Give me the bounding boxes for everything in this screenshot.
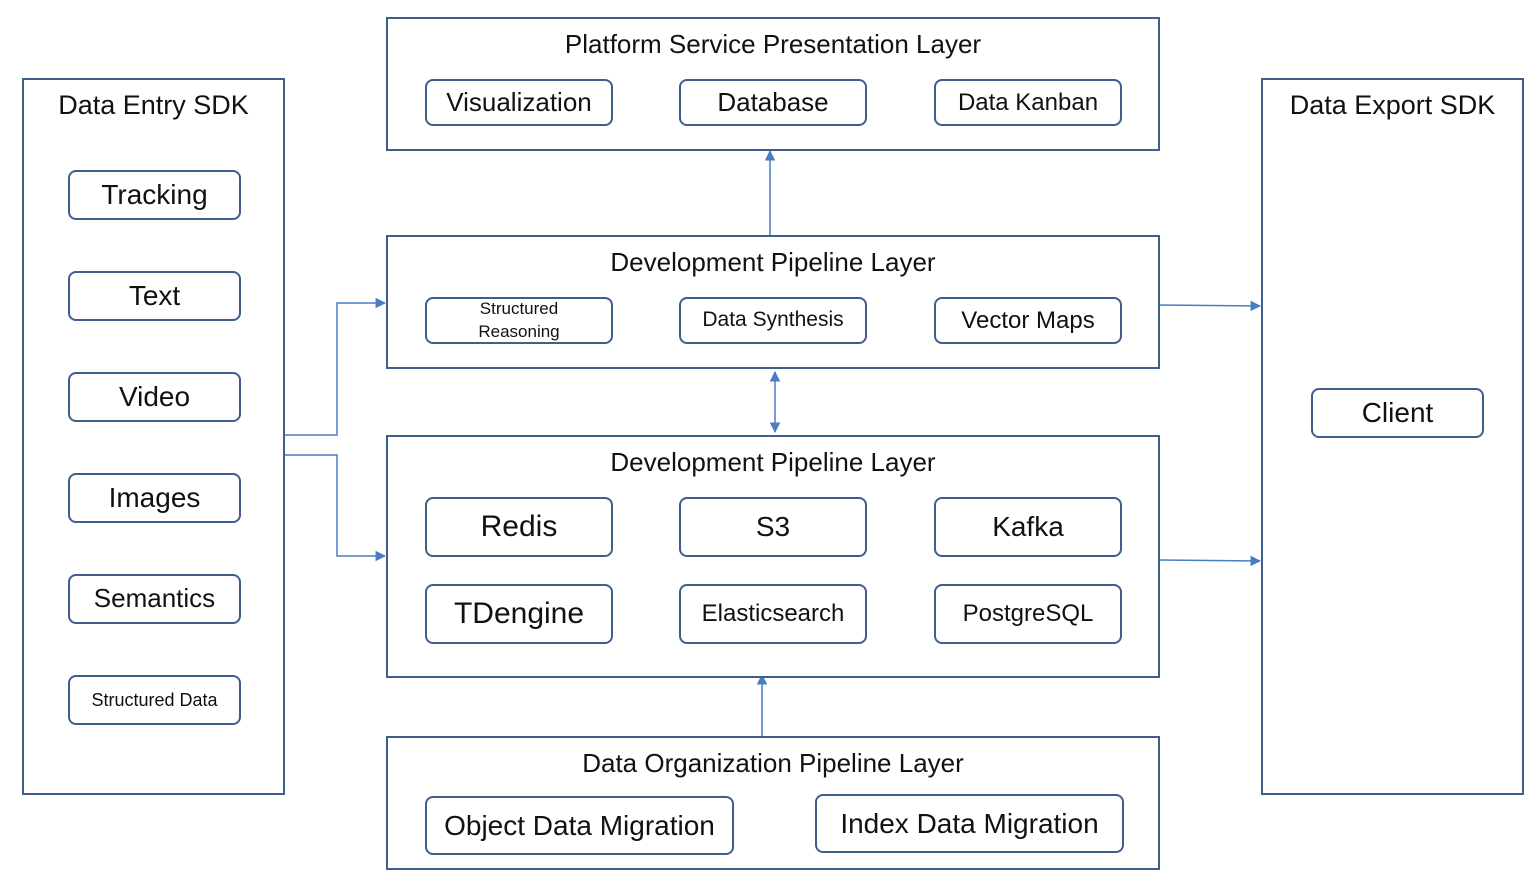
presentation-layer-panel: Platform Service Presentation Layer Visu… — [386, 17, 1160, 151]
arrow-entry-to-dev-bottom — [285, 454, 387, 562]
structured-data-box[interactable]: Structured Data — [68, 675, 241, 725]
elasticsearch-box[interactable]: Elasticsearch — [679, 584, 867, 644]
arrow-entry-to-dev-top — [285, 297, 387, 436]
s3-box[interactable]: S3 — [679, 497, 867, 557]
arrow-dev-bottom-to-export — [1159, 555, 1262, 567]
database-box[interactable]: Database — [679, 79, 867, 126]
object-data-migration-box[interactable]: Object Data Migration — [425, 796, 734, 855]
data-entry-sdk-panel: Data Entry SDK Tracking Text Video Image… — [22, 78, 285, 795]
structured-reasoning-line2: Reasoning — [478, 321, 560, 341]
presentation-layer-title: Platform Service Presentation Layer — [564, 29, 982, 59]
kafka-box[interactable]: Kafka — [934, 497, 1122, 557]
structured-reasoning-box[interactable]: Structured Reasoning — [425, 297, 613, 344]
postgresql-box[interactable]: PostgreSQL — [934, 584, 1122, 644]
arrow-dev-top-to-export — [1159, 300, 1262, 312]
redis-box[interactable]: Redis — [425, 497, 613, 557]
video-box[interactable]: Video — [68, 372, 241, 422]
vector-maps-box[interactable]: Vector Maps — [934, 297, 1122, 344]
dev-pipeline-top-panel: Development Pipeline Layer Structured Re… — [386, 235, 1160, 369]
dev-pipeline-bottom-panel: Development Pipeline Layer Redis S3 Kafk… — [386, 435, 1160, 678]
images-box[interactable]: Images — [68, 473, 241, 523]
dev-pipeline-bottom-title: Development Pipeline Layer — [610, 447, 936, 477]
tracking-box[interactable]: Tracking — [68, 170, 241, 220]
data-export-sdk-title: Data Export SDK — [1289, 90, 1496, 120]
organization-layer-panel: Data Organization Pipeline Layer Object … — [386, 736, 1160, 870]
data-export-sdk-panel: Data Export SDK Client — [1261, 78, 1524, 795]
client-box[interactable]: Client — [1311, 388, 1484, 438]
organization-layer-title: Data Organization Pipeline Layer — [582, 748, 964, 778]
dev-pipeline-top-title: Development Pipeline Layer — [610, 247, 936, 277]
text-box[interactable]: Text — [68, 271, 241, 321]
visualization-box[interactable]: Visualization — [425, 79, 613, 126]
data-kanban-box[interactable]: Data Kanban — [934, 79, 1122, 126]
data-entry-sdk-title: Data Entry SDK — [58, 90, 249, 120]
tdengine-box[interactable]: TDengine — [425, 584, 613, 644]
index-data-migration-box[interactable]: Index Data Migration — [815, 794, 1124, 853]
structured-reasoning-line1: Structured — [479, 299, 559, 319]
data-synthesis-box[interactable]: Data Synthesis — [679, 297, 867, 344]
semantics-box[interactable]: Semantics — [68, 574, 241, 624]
